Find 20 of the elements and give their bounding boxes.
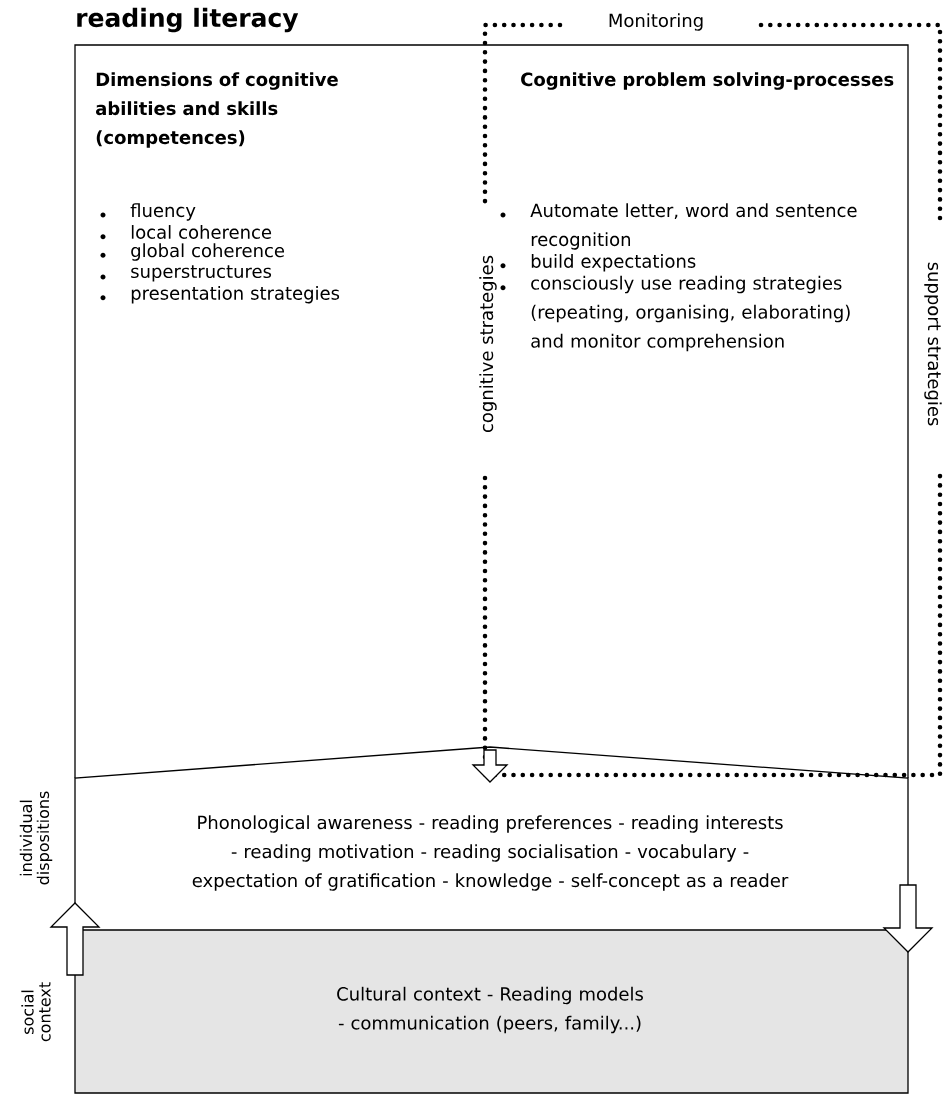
heading: Dimensions of cognitive abilities and skills (competences) [95,72,338,148]
hollow-arrow [49,902,101,976]
heading: reading literacy [77,7,299,33]
bullet-item: global coherence [100,243,285,261]
hollow-arrow [471,749,509,783]
context-box: Cultural context - Reading models - communication (peers, family...) [74,929,909,1094]
frame-label: cognitive strategies [479,255,497,433]
bullet-item: consciously use reading strategies (repeating, organising, elaborating) and monitor comprehension [500,275,850,352]
hollow-arrow [882,884,934,953]
dispositions-box: Phonological awareness - reading preferences - reading interests - reading motivation - reading socialisation - vocabulary - expectation of gratification - knowledge - self-concept as a reader [74,746,909,931]
bullet-item: superstructures [100,265,272,282]
bullet-item: fluency [100,203,196,221]
heading: Cognitive problem solving-processes [521,72,894,90]
frame-label: support strategies [924,262,942,426]
bullet-item: presentation strategies [100,285,340,304]
frame-label: Monitoring [609,13,703,31]
side-label: individual dispositions [19,791,53,885]
bullet-item: local coherence [100,225,272,240]
side-label: social context [21,982,51,1042]
bullet-item: build expectations [500,254,696,272]
